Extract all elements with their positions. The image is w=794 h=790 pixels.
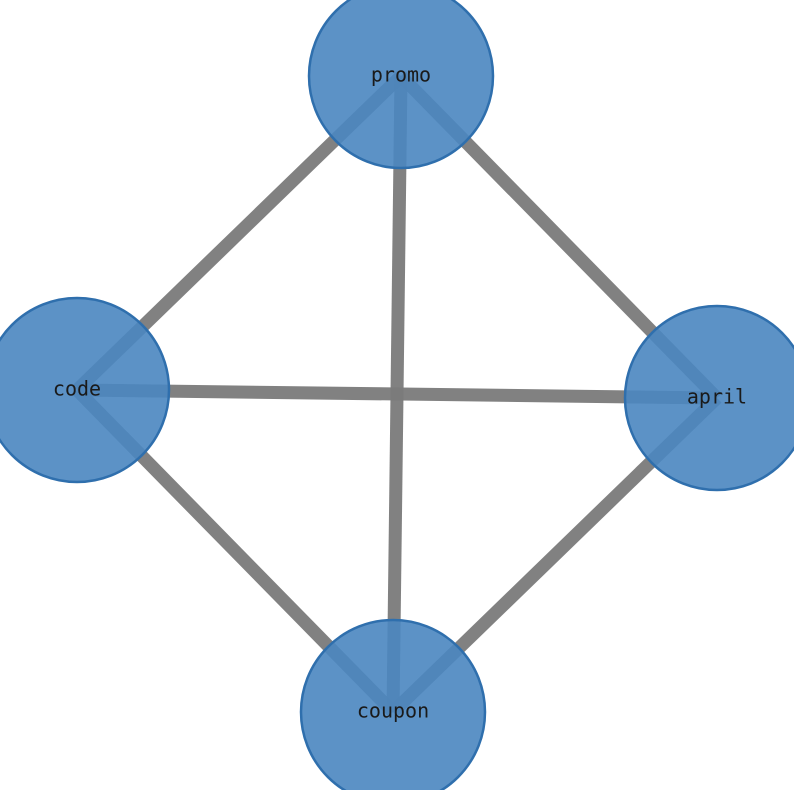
node-label-code: code bbox=[53, 377, 101, 401]
node-promo: promo bbox=[307, 0, 495, 170]
node-circle-code bbox=[0, 296, 171, 484]
edges-layer bbox=[72, 71, 722, 717]
node-coupon: coupon bbox=[299, 618, 487, 790]
node-circle-coupon bbox=[299, 618, 487, 790]
node-label-coupon: coupon bbox=[357, 699, 429, 723]
node-label-promo: promo bbox=[371, 63, 431, 87]
node-circle-april bbox=[623, 304, 794, 492]
node-code: code bbox=[0, 296, 171, 484]
node-label-april: april bbox=[687, 385, 747, 409]
node-april: april bbox=[623, 304, 794, 492]
node-circle-promo bbox=[307, 0, 495, 170]
edge-code-april bbox=[76, 383, 718, 405]
